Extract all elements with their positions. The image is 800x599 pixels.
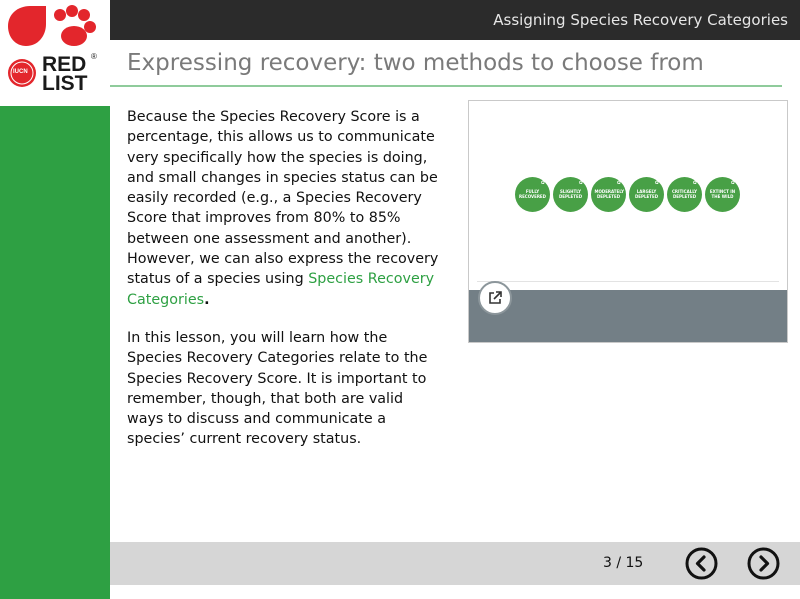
course-title: Assigning Species Recovery Categories: [493, 11, 788, 29]
media-panel[interactable]: ✿FULLY RECOVERED ✿SLIGHTLY DEPLETED ✿MOD…: [468, 100, 788, 343]
category-critically-depleted: ✿CRITICALLY DEPLETED: [667, 177, 702, 212]
slide-body: Because the Species Recovery Score is a …: [127, 107, 442, 468]
logo-badge-text: IUCN: [13, 69, 28, 75]
next-button[interactable]: [747, 547, 780, 580]
title-divider: [110, 85, 782, 87]
paragraph-1-text: Because the Species Recovery Score is a …: [127, 109, 439, 288]
category-slightly-depleted: ✿SLIGHTLY DEPLETED: [553, 177, 588, 212]
category-label: CRITICALLY DEPLETED: [671, 189, 698, 199]
category-fully-recovered: ✿FULLY RECOVERED: [515, 177, 550, 212]
category-label: LARGELY DEPLETED: [634, 189, 659, 199]
external-link-icon: [489, 291, 502, 304]
page-indicator: 3 / 15: [603, 555, 644, 571]
logo-registered: ®: [91, 52, 97, 61]
logo-text-red: RED: [42, 53, 87, 76]
category-extinct-in-the-wild: ✿EXTINCT IN THE WILD: [705, 177, 740, 212]
category-label: FULLY RECOVERED: [518, 189, 546, 199]
recovery-category-strip: ✿FULLY RECOVERED ✿SLIGHTLY DEPLETED ✿MOD…: [515, 177, 743, 212]
previous-button[interactable]: [685, 547, 718, 580]
category-label: MODERATELY DEPLETED: [594, 189, 625, 199]
slide-title: Expressing recovery: two methods to choo…: [127, 50, 704, 76]
species-recovery-categories-link[interactable]: Species Recovery Categories: [127, 271, 435, 308]
category-label: SLIGHTLY DEPLETED: [558, 189, 583, 199]
category-largely-depleted: ✿LARGELY DEPLETED: [629, 177, 664, 212]
expand-media-button[interactable]: [478, 281, 512, 315]
left-green-sidebar: [0, 106, 110, 599]
top-header-bar: Assigning Species Recovery Categories: [110, 0, 800, 40]
bottom-navigation-bar: 3 / 15: [110, 542, 800, 585]
category-label: EXTINCT IN THE WILD: [709, 189, 736, 199]
paragraph-2: In this lesson, you will learn how the S…: [127, 329, 428, 448]
category-moderately-depleted: ✿MODERATELY DEPLETED: [591, 177, 626, 212]
red-list-logo: IUCN RED ® LIST: [0, 0, 110, 106]
red-list-logo-graphic: [8, 5, 96, 87]
chevron-right-circle-icon: [747, 547, 780, 580]
media-bottom-bar: [469, 290, 787, 342]
paragraph-1: Because the Species Recovery Score is a …: [127, 107, 442, 310]
paragraph-1-end: .: [204, 291, 210, 308]
media-divider: [477, 281, 779, 282]
chevron-left-circle-icon: [685, 547, 718, 580]
logo-text-list: LIST: [42, 72, 88, 95]
